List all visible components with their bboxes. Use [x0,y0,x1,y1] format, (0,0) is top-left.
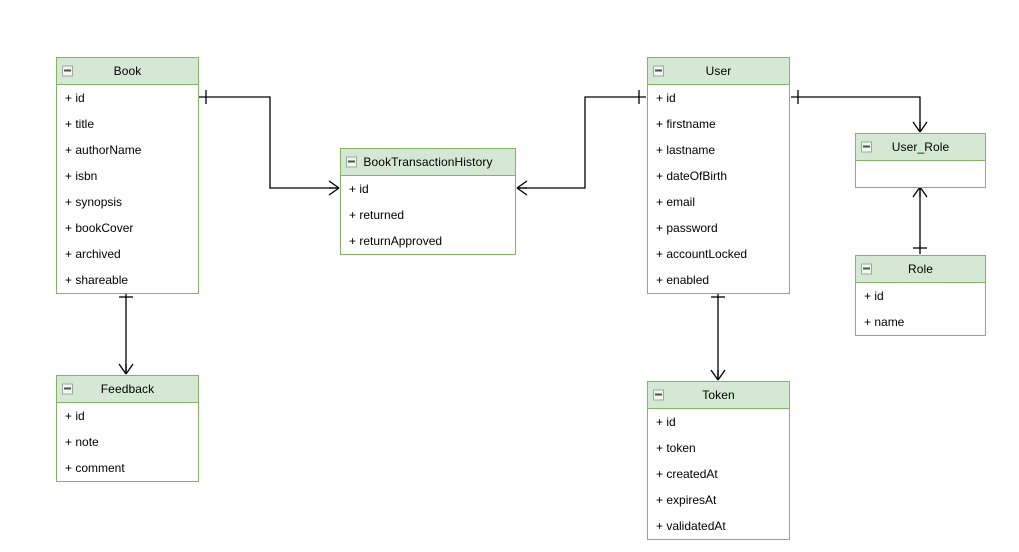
attribute-row: + id [856,283,985,309]
attribute-row: + createdAt [648,461,789,487]
attribute-row: + returnApproved [341,228,515,254]
attribute-row: + isbn [57,163,198,189]
entity-title: Role [907,262,934,276]
attribute-row: + id [57,85,198,111]
connector-user-to-user-role [791,90,928,133]
attribute-row: + id [648,409,789,435]
entity-header-token: Token [648,382,789,409]
entity-title: User [705,64,732,78]
entity-header-feedback: Feedback [57,376,198,403]
entity-book[interactable]: Book + id + title + authorName + isbn + … [56,57,199,294]
attribute-row [856,161,985,187]
entity-title: BookTransactionHistory [363,155,493,169]
attribute-row: + returned [341,202,515,228]
entity-feedback[interactable]: Feedback + id + note + comment [56,375,199,482]
attribute-list-user: + id + firstname + lastname + dateOfBirt… [648,85,789,293]
attribute-row: + password [648,215,789,241]
entity-header-user-role: User_Role [856,134,985,161]
minus-box-icon[interactable] [861,263,872,275]
attribute-row: + id [341,176,515,202]
minus-box-icon[interactable] [62,65,73,77]
minus-box-icon[interactable] [653,65,664,77]
entity-role[interactable]: Role + id + name [855,255,986,336]
attribute-row: + validatedAt [648,513,789,539]
minus-box-icon[interactable] [653,389,664,401]
attribute-row: + archived [57,241,198,267]
crowsfoot-marker [328,180,340,196]
entity-header-book: Book [57,58,198,85]
entity-title: User_Role [891,140,950,154]
attribute-list-book: + id + title + authorName + isbn + synop… [57,85,198,293]
attribute-row: + email [648,189,789,215]
crowsfoot-marker [912,121,928,133]
entity-header-role: Role [856,256,985,283]
attribute-row: + authorName [57,137,198,163]
attribute-row: + note [57,429,198,455]
attribute-row: + enabled [648,267,789,293]
attribute-row: + name [856,309,985,335]
entity-title: Feedback [100,382,155,396]
attribute-row: + comment [57,455,198,481]
attribute-row: + accountLocked [648,241,789,267]
entity-user-role[interactable]: User_Role [855,133,986,188]
connector-transaction-to-user [516,90,646,196]
minus-box-icon[interactable] [861,141,872,153]
attribute-row: + lastname [648,137,789,163]
entity-header-user: User [648,58,789,85]
connector-book-to-feedback [118,291,134,375]
entity-title: Token [702,388,735,402]
minus-box-icon[interactable] [62,383,73,395]
attribute-row: + title [57,111,198,137]
entity-user[interactable]: User + id + firstname + lastname + dateO… [647,57,790,294]
entity-header-book-transaction-history: BookTransactionHistory [341,149,515,176]
attribute-list-user-role [856,161,985,187]
attribute-list-role: + id + name [856,283,985,335]
minus-box-icon[interactable] [346,156,357,168]
attribute-row: + shareable [57,267,198,293]
connector-user-to-token [710,291,726,381]
attribute-row: + dateOfBirth [648,163,789,189]
entity-title: Book [113,64,142,78]
attribute-row: + token [648,435,789,461]
entity-book-transaction-history[interactable]: BookTransactionHistory + id + returned +… [340,148,516,255]
connector-user-role-to-role [912,186,928,254]
crowsfoot-marker [516,180,528,196]
crowsfoot-marker [710,369,726,381]
attribute-row: + bookCover [57,215,198,241]
attribute-row: + id [648,85,789,111]
attribute-row: + expiresAt [648,487,789,513]
crowsfoot-marker [912,186,928,198]
attribute-list-token: + id + token + createdAt + expiresAt + v… [648,409,789,539]
entity-token[interactable]: Token + id + token + createdAt + expires… [647,381,790,540]
crowsfoot-marker [118,363,134,375]
attribute-row: + id [57,403,198,429]
attribute-row: + firstname [648,111,789,137]
connector-book-to-transaction [199,90,340,196]
attribute-row: + synopsis [57,189,198,215]
attribute-list-book-transaction-history: + id + returned + returnApproved [341,176,515,254]
attribute-list-feedback: + id + note + comment [57,403,198,481]
